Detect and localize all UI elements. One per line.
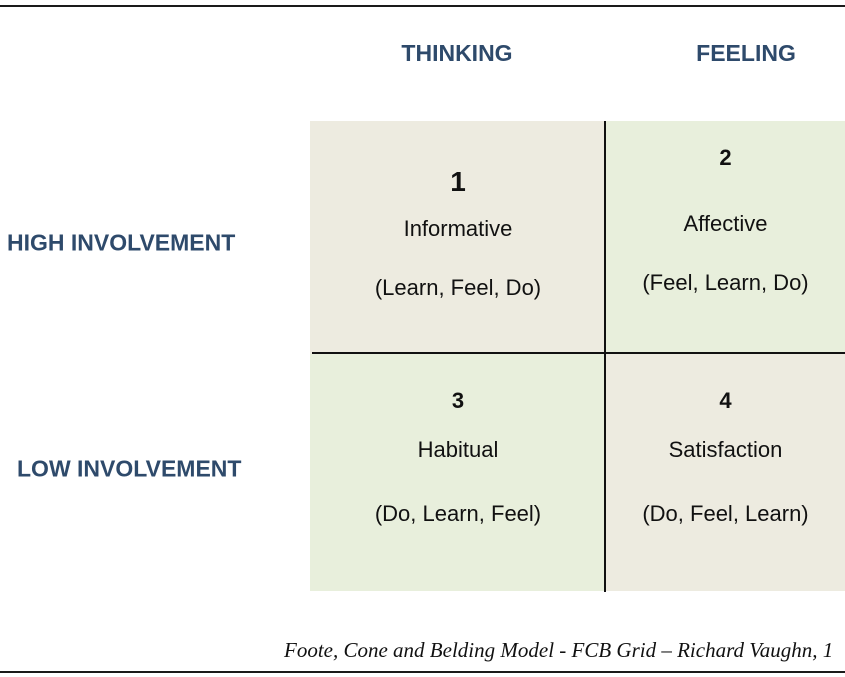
column-header-thinking: THINKING xyxy=(401,40,513,66)
quadrant-sequence: (Do, Feel, Learn) xyxy=(642,501,809,526)
quadrant-number: 4 xyxy=(719,388,732,413)
quadrant-name: Habitual xyxy=(417,437,499,462)
quadrant-name: Satisfaction xyxy=(668,437,783,462)
quadrant-name: Affective xyxy=(683,211,768,236)
row-header-low-involvement: LOW INVOLVEMENT xyxy=(17,455,242,482)
source-caption: Foote, Cone and Belding Model - FCB Grid… xyxy=(284,638,834,662)
horizontal-divider xyxy=(312,352,845,354)
quadrant-2-affective: 2 Affective (Feel, Learn, Do) xyxy=(606,121,845,354)
quadrant-1-informative: 1 Informative (Learn, Feel, Do) xyxy=(310,121,606,354)
quadrant-name: Informative xyxy=(403,216,513,241)
vertical-divider xyxy=(604,121,606,592)
top-rule xyxy=(0,5,845,7)
row-header-high-involvement: HIGH INVOLVEMENT xyxy=(7,229,236,256)
quadrant-3-habitual: 3 Habitual (Do, Learn, Feel) xyxy=(310,354,606,591)
quadrant-number: 2 xyxy=(719,145,732,170)
column-header-feeling: FEELING xyxy=(696,40,796,66)
quadrant-4-satisfaction: 4 Satisfaction (Do, Feel, Learn) xyxy=(606,354,845,591)
quadrant-number: 3 xyxy=(451,388,465,413)
quadrant-sequence: (Learn, Feel, Do) xyxy=(374,275,542,300)
quadrant-number: 1 xyxy=(450,166,466,197)
quadrant-sequence: (Do, Learn, Feel) xyxy=(374,501,542,526)
quadrant-sequence: (Feel, Learn, Do) xyxy=(642,270,809,295)
bottom-rule xyxy=(0,671,845,673)
